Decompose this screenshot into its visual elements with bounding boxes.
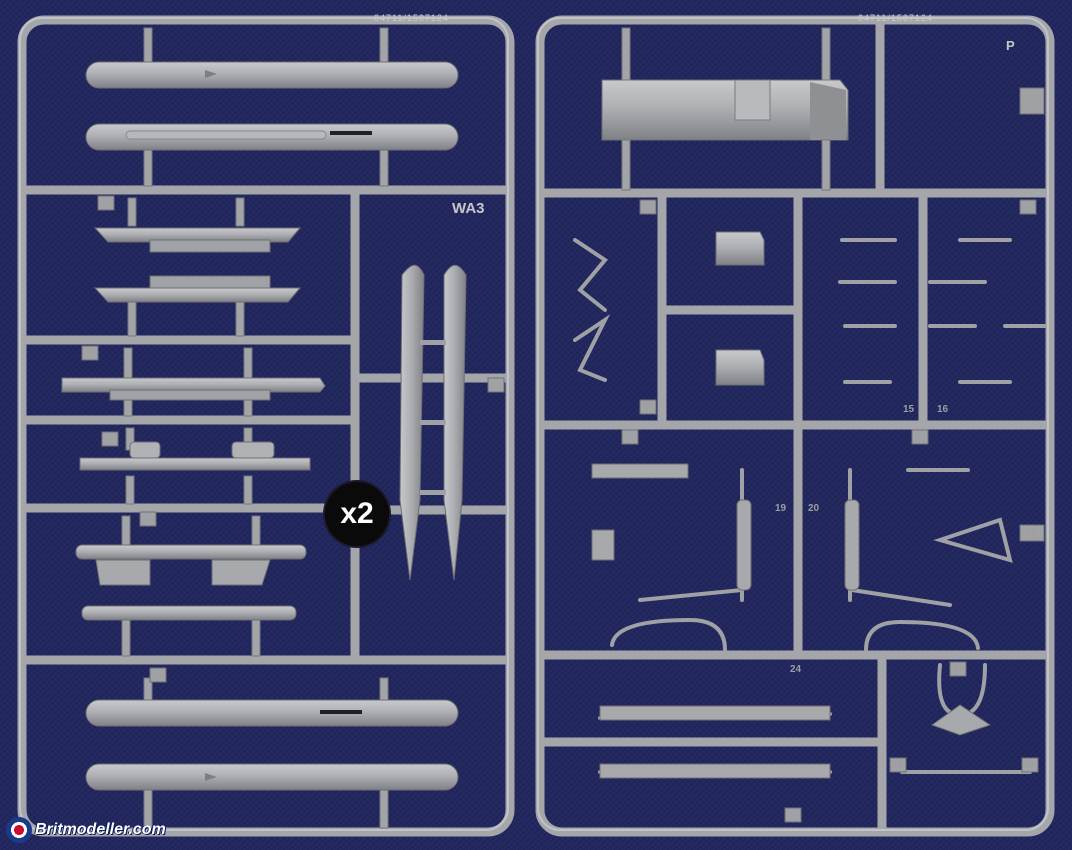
left-sprue-frame	[17, 15, 515, 837]
part-number: 15	[903, 404, 915, 415]
flap-parts	[715, 231, 765, 386]
rail-parts	[399, 264, 467, 581]
right-sprue-frame	[535, 15, 1055, 837]
quantity-badge: x2	[325, 482, 389, 546]
part-number: 7	[645, 402, 651, 413]
part-number: 19	[775, 503, 787, 514]
watermark: Britmodeller.com	[6, 815, 180, 845]
pylon-parts	[61, 227, 326, 621]
part-number: 24	[790, 664, 802, 675]
sprue-letter-right: P	[1006, 38, 1015, 53]
roundel-icon	[6, 817, 32, 843]
part-number: 25	[953, 663, 965, 674]
part-number: 27	[1024, 760, 1036, 771]
part-number: 16	[937, 404, 949, 415]
watermark-text: Britmodeller.com	[35, 821, 166, 838]
sprue-letter-left: WA3	[452, 200, 485, 217]
part-number: 22	[1025, 527, 1037, 538]
sprue-code-left: 84711/1587124	[374, 13, 449, 23]
fuel-tank-parts	[85, 61, 459, 791]
fuselage-part	[601, 79, 849, 141]
part-number: 26	[892, 760, 904, 771]
undercarriage-parts	[591, 463, 992, 779]
sprue-code-right: 84711/1587124	[858, 13, 933, 23]
part-number: 21	[915, 434, 927, 445]
part-number: 20	[808, 503, 820, 514]
